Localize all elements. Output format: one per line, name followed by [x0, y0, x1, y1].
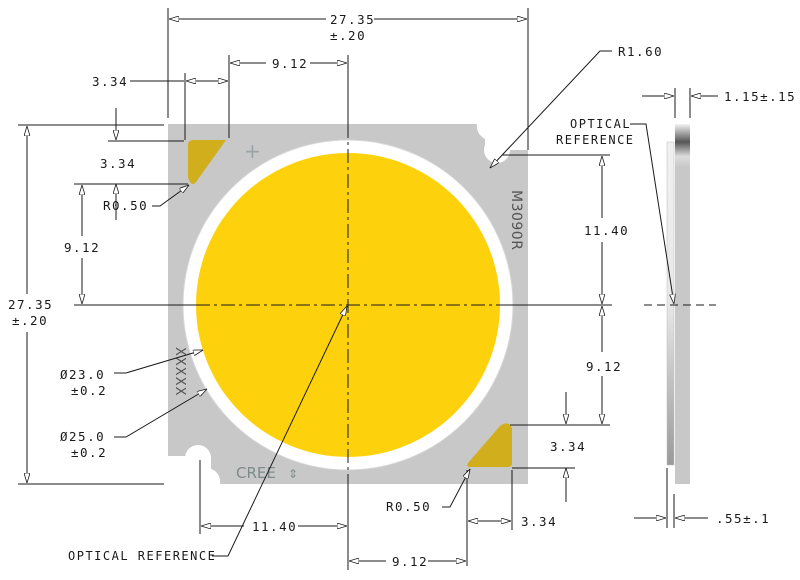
svg-text:R0.50: R0.50 — [386, 499, 431, 514]
svg-text:R0.50: R0.50 — [103, 198, 148, 213]
svg-text:REFERENCE: REFERENCE — [556, 133, 635, 147]
callout-ring-diameter: Ø25.0 ±0.2 — [60, 389, 207, 460]
svg-text:9.12: 9.12 — [392, 554, 428, 569]
dimension-center-to-pad-x: 9.12 — [347, 484, 466, 570]
callout-notch-radius: R1.60 — [490, 44, 663, 168]
part-marking: M3090R — [508, 190, 524, 250]
side-substrate — [675, 124, 690, 484]
dimension-pad-width-bottom-right: 3.34 — [466, 470, 557, 566]
dimension-substrate-thickness: .55±.1 — [634, 468, 770, 528]
svg-text:±0.2: ±0.2 — [71, 383, 107, 398]
dimension-pad-height-top-left: 3.34 — [74, 108, 188, 220]
svg-text:±0.2: ±0.2 — [71, 445, 107, 460]
svg-text:Ø25.0: Ø25.0 — [60, 429, 105, 444]
pad-bottom-right — [467, 423, 512, 467]
dimension-left-edge-to-center: 11.40 — [199, 460, 347, 534]
callout-pad-radius-top-left: R0.50 — [103, 185, 189, 213]
dimension-pad-height-bottom-right: 3.34 — [512, 392, 586, 502]
svg-text:9.12: 9.12 — [272, 56, 308, 71]
svg-text:9.12: 9.12 — [586, 359, 622, 374]
svg-text:±.20: ±.20 — [12, 313, 48, 328]
dimension-pad-x-offset: 9.12 — [228, 55, 349, 138]
svg-text:11.40: 11.40 — [584, 223, 629, 238]
svg-text:11.40: 11.40 — [252, 519, 297, 534]
dimension-overall-width: 27.35 ±.20 — [167, 8, 529, 150]
svg-text:Ø23.0: Ø23.0 — [60, 367, 105, 382]
svg-text:R1.60: R1.60 — [618, 44, 663, 59]
svg-text:3.34: 3.34 — [100, 156, 136, 171]
svg-text:3.34: 3.34 — [521, 514, 557, 529]
svg-text:.55±.1: .55±.1 — [716, 511, 770, 526]
svg-text:3.34: 3.34 — [550, 439, 586, 454]
callout-optical-reference-side: OPTICAL REFERENCE — [556, 117, 674, 304]
dimension-pad-y-offset: 9.12 — [64, 185, 196, 306]
dimension-center-to-pad-bottom-right: 9.12 — [510, 306, 622, 426]
svg-text:OPTICAL REFERENCE: OPTICAL REFERENCE — [68, 549, 216, 563]
brand-marking: CREE — [236, 464, 276, 482]
dimension-pad-width-top-left: 3.34 — [92, 73, 228, 140]
led-package-top-view: + M3090R XXXXX CREE ⇕ — [168, 124, 528, 484]
side-emitter-dome — [666, 141, 675, 466]
svg-text:9.12: 9.12 — [64, 240, 100, 255]
callout-emitter-diameter: Ø23.0 ±0.2 — [60, 349, 203, 398]
svg-text:±.20: ±.20 — [330, 28, 366, 43]
lot-marking: XXXXX — [172, 347, 187, 397]
dimension-total-thickness: 1.15±.15 — [642, 88, 796, 118]
callout-pad-radius-bottom-right: R0.50 — [386, 469, 470, 514]
svg-text:27.35: 27.35 — [330, 12, 375, 27]
callout-optical-reference-top: OPTICAL REFERENCE — [68, 306, 347, 563]
polarity-plus-mark: + — [244, 139, 261, 163]
svg-text:OPTICAL: OPTICAL — [570, 117, 631, 131]
dimension-overall-height: 27.35 ±.20 — [8, 124, 164, 485]
pad-top-left — [188, 140, 226, 184]
brand-logo-arrows: ⇕ — [288, 467, 298, 481]
svg-text:3.34: 3.34 — [92, 74, 128, 89]
dimension-center-to-top: 11.40 — [500, 154, 629, 306]
svg-text:1.15±.15: 1.15±.15 — [724, 89, 796, 104]
svg-text:27.35: 27.35 — [8, 297, 53, 312]
